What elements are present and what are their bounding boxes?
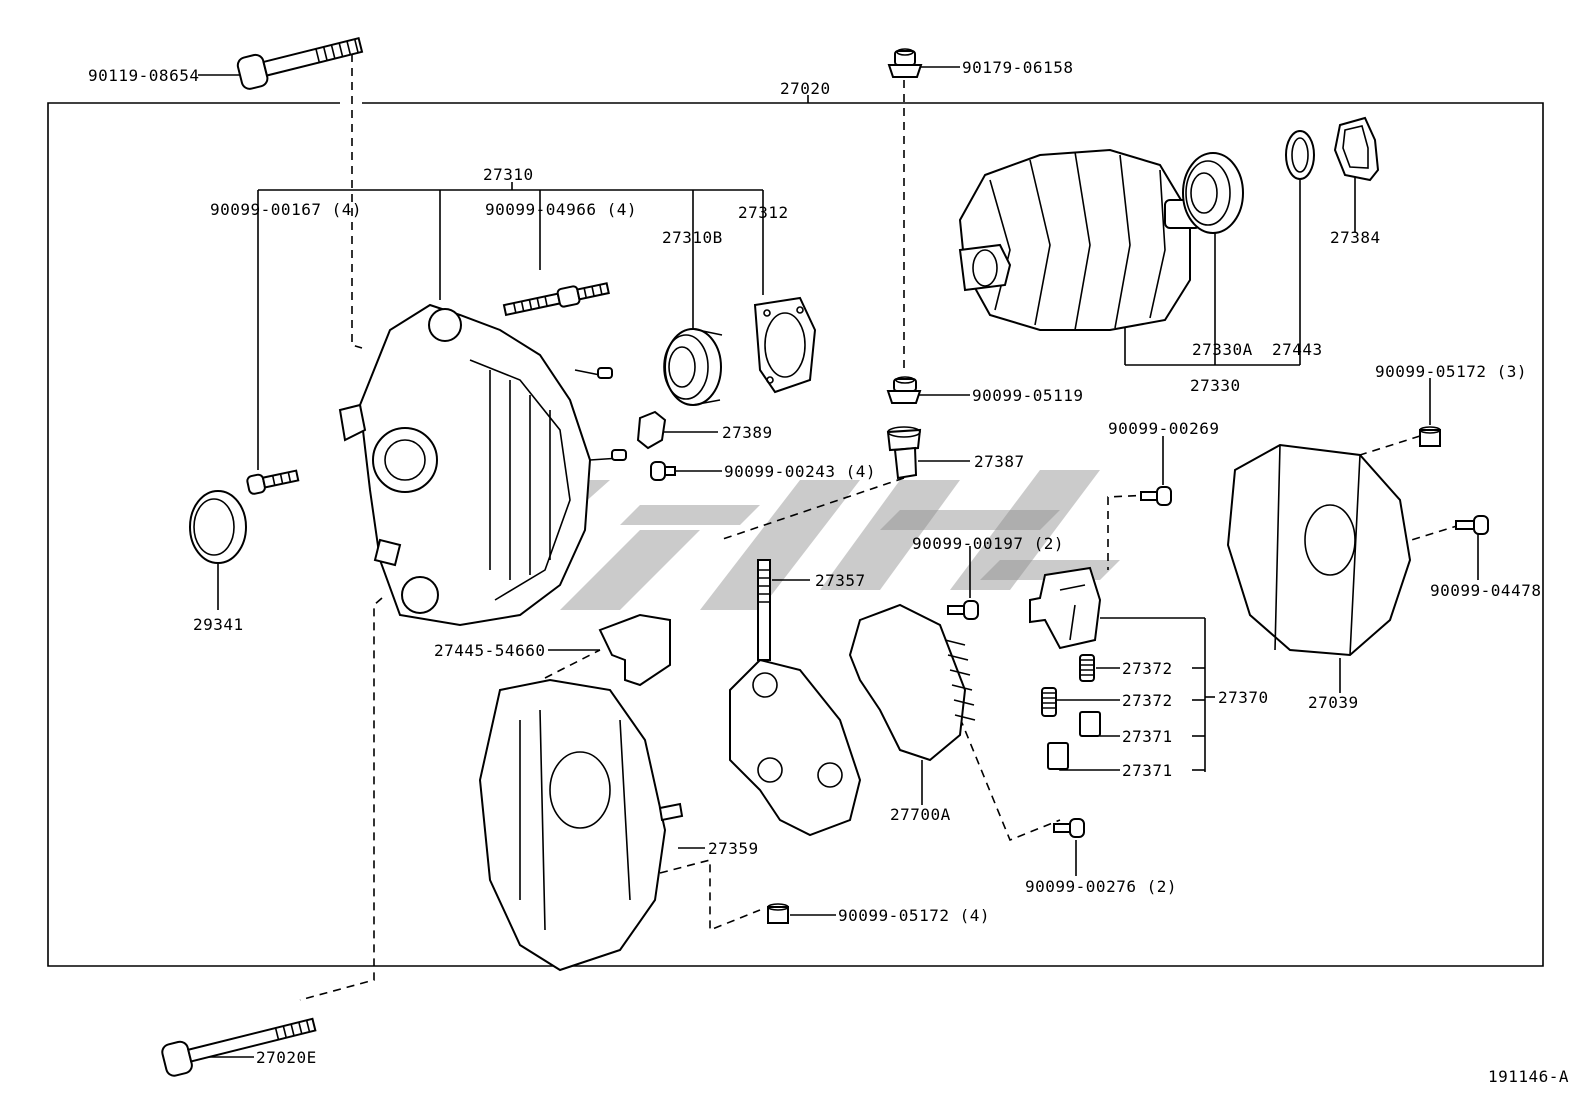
label-90099-05172-4: 90099-05172 (4) — [838, 906, 990, 925]
screw-icon — [650, 461, 676, 481]
label-assembly-27020: 27020 — [780, 79, 831, 98]
label-27359: 27359 — [708, 839, 759, 858]
terminal-insulator-icon — [636, 410, 667, 450]
brush-holder-icon — [1029, 566, 1102, 650]
label-90099-00276: 90099-00276 (2) — [1025, 877, 1177, 896]
label-27387: 27387 — [974, 452, 1025, 471]
through-bolt-icon — [161, 1017, 317, 1077]
screw-icon — [1140, 486, 1172, 506]
spring-icon — [1079, 654, 1095, 682]
label-90099-04478: 90099-04478 — [1430, 581, 1541, 600]
label-27330A: 27330A — [1192, 340, 1253, 359]
label-27020E: 27020E — [256, 1048, 317, 1067]
label-27372-lower: 27372 — [1122, 691, 1173, 710]
label-27357: 27357 — [815, 571, 866, 590]
label-90099-05119: 90099-05119 — [972, 386, 1083, 405]
label-90179-06158: 90179-06158 — [962, 58, 1073, 77]
rear-end-cover-icon — [1226, 443, 1412, 657]
rear-bearing-icon — [1182, 152, 1244, 234]
screw-icon — [1455, 515, 1489, 535]
label-90099-04966: 90099-04966 (4) — [485, 200, 637, 219]
leader-lines — [198, 66, 1479, 1058]
bolt-icon — [236, 36, 364, 90]
label-27372-upper: 27372 — [1122, 659, 1173, 678]
insulator-icon — [886, 426, 922, 480]
diagram-id: 191146-A — [1488, 1067, 1569, 1086]
label-27039: 27039 — [1308, 693, 1359, 712]
brush-icon — [1047, 742, 1069, 770]
label-27370: 27370 — [1218, 688, 1269, 707]
label-27371-lower: 27371 — [1122, 761, 1173, 780]
spring-icon — [1041, 687, 1057, 717]
front-housing-icon — [338, 303, 627, 627]
label-27310: 27310 — [483, 165, 534, 184]
bracket-icon — [598, 613, 671, 687]
rotor-icon — [958, 148, 1201, 331]
nut-icon — [767, 903, 789, 924]
ring-icon — [1285, 130, 1315, 180]
label-29341: 29341 — [193, 615, 244, 634]
label-27384: 27384 — [1330, 228, 1381, 247]
label-27312: 27312 — [738, 203, 789, 222]
screw-icon — [1053, 818, 1085, 838]
label-27700A: 27700A — [890, 805, 951, 824]
rectifier-icon — [729, 559, 862, 837]
nut-icon — [1419, 426, 1441, 447]
screw-icon — [246, 469, 300, 495]
label-90099-00243: 90099-00243 (4) — [724, 462, 876, 481]
stud-bolt-icon — [502, 282, 610, 317]
rear-frame-icon — [478, 678, 684, 972]
assembly-frame — [47, 95, 1544, 967]
label-27445-54660: 27445-54660 — [434, 641, 545, 660]
label-27371-upper: 27371 — [1122, 727, 1173, 746]
nut-icon — [887, 48, 923, 78]
brush-icon — [1079, 711, 1101, 737]
label-90099-00269: 90099-00269 — [1108, 419, 1219, 438]
label-27330: 27330 — [1190, 376, 1241, 395]
retainer-plate-icon — [753, 296, 817, 394]
label-90099-05172-3: 90099-05172 (3) — [1375, 362, 1527, 381]
bearing-icon — [663, 328, 723, 406]
label-90099-00167: 90099-00167 (4) — [210, 200, 362, 219]
seal-ring-icon — [189, 490, 247, 564]
label-27443: 27443 — [1272, 340, 1323, 359]
nut-icon — [886, 376, 922, 404]
bearing-cover-icon — [1333, 116, 1380, 182]
label-27389: 27389 — [722, 423, 773, 442]
regulator-icon — [848, 603, 976, 762]
part-labels: 90119-08654 90179-06158 27020 27310 9009… — [88, 58, 1569, 1086]
screw-icon — [947, 600, 979, 620]
label-90099-00197: 90099-00197 (2) — [912, 534, 1064, 553]
label-27310B: 27310B — [662, 228, 723, 247]
label-90119-08654: 90119-08654 — [88, 66, 199, 85]
guide-lines — [299, 40, 1461, 1001]
